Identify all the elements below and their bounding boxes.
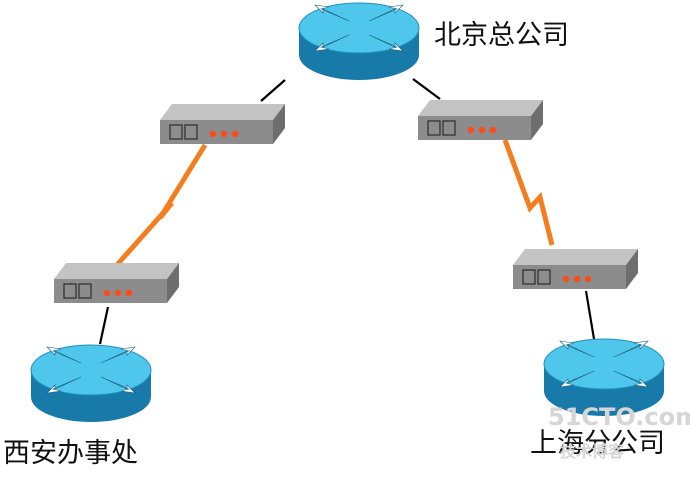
serial-link-beijing-shanghai (502, 139, 555, 246)
link-modem-xian-to-xian-router (98, 306, 110, 345)
link-beijing-to-modem-east (412, 78, 441, 100)
modem-shanghai (512, 248, 639, 290)
watermark-site: 51CTO.com (548, 403, 690, 431)
label-shanghai-branch: 上海分公司 (530, 428, 665, 459)
serial-link-beijing-xian (114, 143, 208, 268)
label-beijing-hq: 北京总公司 (434, 20, 569, 51)
router-beijing (298, 2, 420, 81)
link-beijing-to-modem-west (260, 79, 286, 102)
watermark-sub: 技术博客 (560, 442, 625, 461)
label-xian-office: 西安办事处 (3, 438, 138, 469)
modem-beijing-west (159, 103, 286, 145)
router-xian (30, 344, 152, 423)
modem-xian (53, 262, 180, 304)
modem-beijing-east (417, 99, 544, 141)
link-modem-shanghai-to-shanghai-router (584, 290, 596, 340)
